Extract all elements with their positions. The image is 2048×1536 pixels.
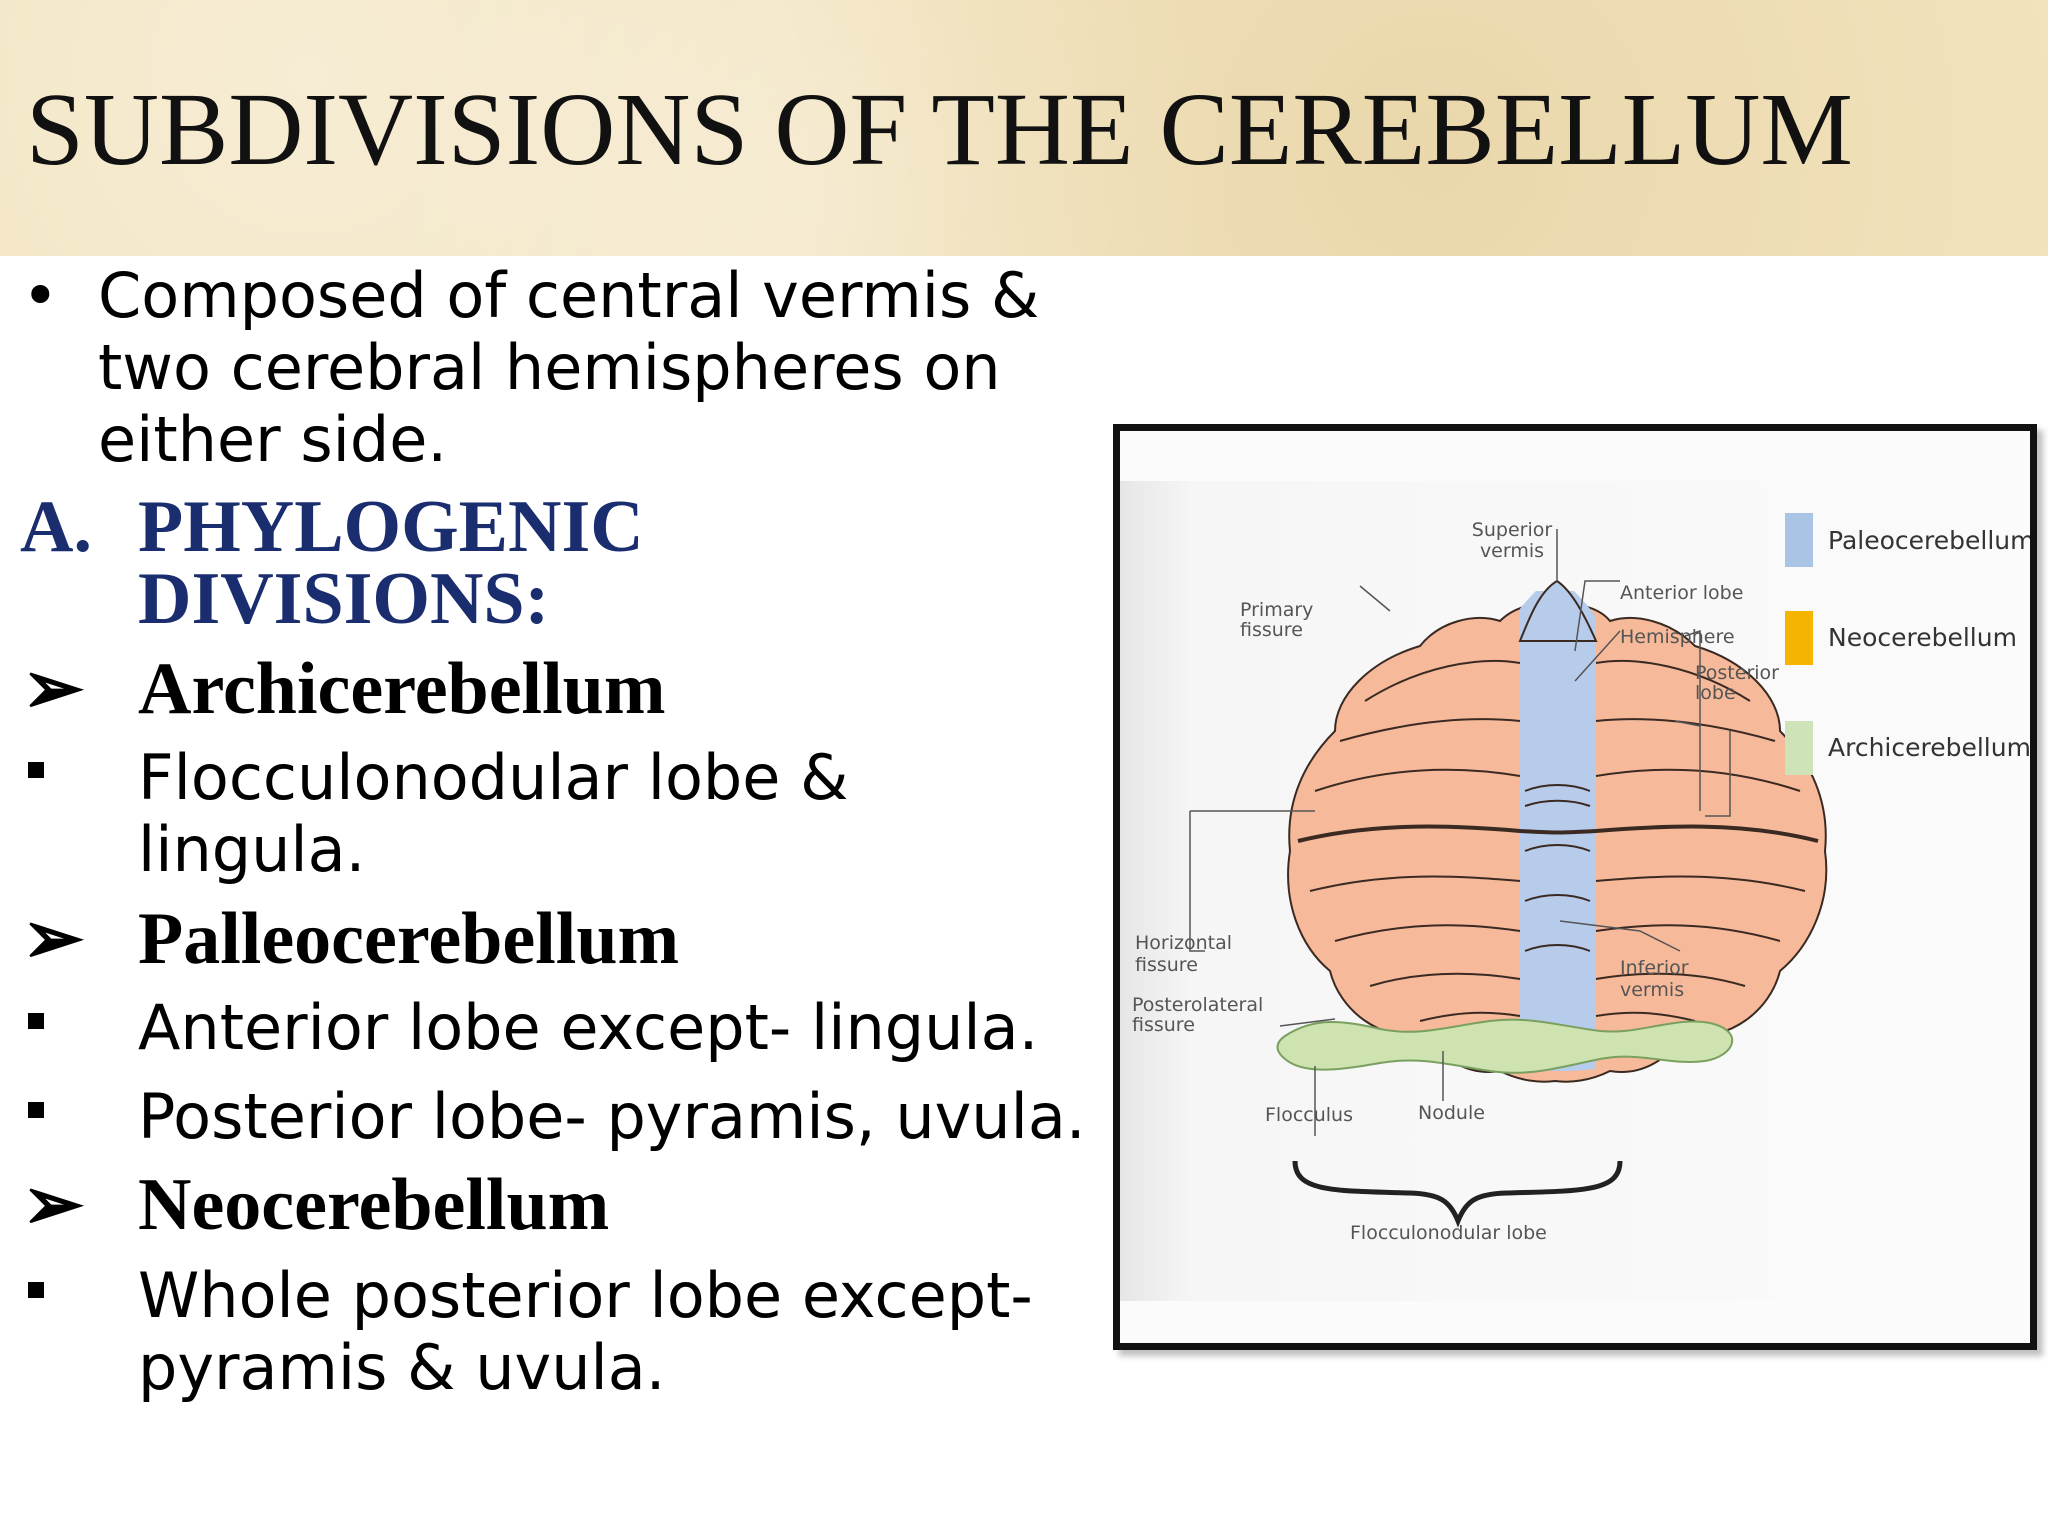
square-bullet-icon (28, 1282, 44, 1298)
legend-label-archicerebellum: Archicerebellum (1828, 733, 2030, 762)
intro-line-3: either side. (98, 403, 448, 476)
label-inferior-vermis-2: vermis (1620, 979, 1684, 1001)
folia-lines (1297, 659, 1819, 1022)
label-hemisphere: Hemisphere (1620, 626, 1735, 648)
archi-item-line-2: lingula. (138, 813, 366, 886)
intro-line-1: Composed of central vermis & (98, 259, 1040, 332)
label-superior-vermis-2: vermis (1480, 540, 1544, 562)
label-horizontal-fissure-1: Horizontal (1135, 932, 1232, 954)
label-primary-fissure-1: Primary (1240, 599, 1313, 621)
section-marker: A. (20, 486, 92, 568)
flocculonodular-lobe (1276, 1018, 1733, 1074)
label-horizontal-fissure-2: fissure (1135, 954, 1198, 976)
square-bullet-icon (28, 1013, 44, 1029)
palleo-item-2: Posterior lobe- pyramis, uvula. (138, 1080, 1086, 1153)
intro-bullet: • (22, 259, 59, 332)
superior-vermis-bump (1518, 579, 1598, 642)
legend-swatch-neocerebellum (1785, 611, 1813, 665)
arrow-icon: ➢ (22, 898, 85, 980)
cerebellum-illustration: Superior vermis Primary fissure Anterior… (1120, 481, 2030, 1301)
title-banner: SUBDIVISIONS OF THE CEREBELLUM (0, 0, 2048, 256)
label-posterolateral-fissure-1: Posterolateral (1132, 994, 1263, 1016)
vermis-stripe (1520, 591, 1596, 1071)
label-anterior-lobe: Anterior lobe (1620, 582, 1743, 604)
label-superior-vermis-1: Superior (1472, 519, 1553, 541)
division-archicerebellum: Archicerebellum (138, 648, 666, 730)
legend-swatch-archicerebellum (1785, 721, 1813, 775)
label-nodule: Nodule (1418, 1102, 1485, 1124)
label-primary-fissure-2: fissure (1240, 619, 1303, 641)
neo-item-line-2: pyramis & uvula. (138, 1331, 666, 1404)
intro-line-2: two cerebral hemispheres on (98, 331, 1001, 404)
section-heading-line-1: PHYLOGENIC (138, 486, 644, 568)
label-posterolateral-fissure-2: fissure (1132, 1014, 1195, 1036)
label-flocculus: Flocculus (1265, 1104, 1353, 1126)
flocculonodular-brace (1292, 1160, 1623, 1228)
section-heading-line-2: DIVISIONS: (138, 558, 550, 640)
archi-item-line-1: Flocculonodular lobe & (138, 741, 849, 814)
legend: Paleocerebellum Neocerebellum Archicereb… (1785, 513, 2030, 775)
slide-title: SUBDIVISIONS OF THE CEREBELLUM (26, 72, 1853, 187)
square-bullet-icon (28, 762, 44, 778)
label-flocculonodular-lobe: Flocculonodular lobe (1350, 1222, 1547, 1244)
division-palleocerebellum: Palleocerebellum (138, 898, 680, 980)
legend-swatch-paleocerebellum (1785, 513, 1813, 567)
legend-label-paleocerebellum: Paleocerebellum (1828, 526, 2030, 555)
palleo-item-1: Anterior lobe except- lingula. (138, 991, 1039, 1064)
label-inferior-vermis-1: Inferior (1620, 957, 1689, 979)
cerebellum-diagram: Superior vermis Primary fissure Anterior… (1113, 424, 2037, 1350)
arrow-icon: ➢ (22, 648, 85, 730)
legend-label-neocerebellum: Neocerebellum (1828, 623, 2017, 652)
leader-lines (1189, 529, 1731, 1136)
square-bullet-icon (28, 1102, 44, 1118)
label-posterior-lobe-2: lobe (1695, 682, 1736, 704)
arrow-icon: ➢ (22, 1164, 85, 1246)
division-neocerebellum: Neocerebellum (138, 1164, 610, 1246)
label-posterior-lobe-1: Posterior (1695, 662, 1779, 684)
neo-item-line-1: Whole posterior lobe except- (138, 1259, 1033, 1332)
